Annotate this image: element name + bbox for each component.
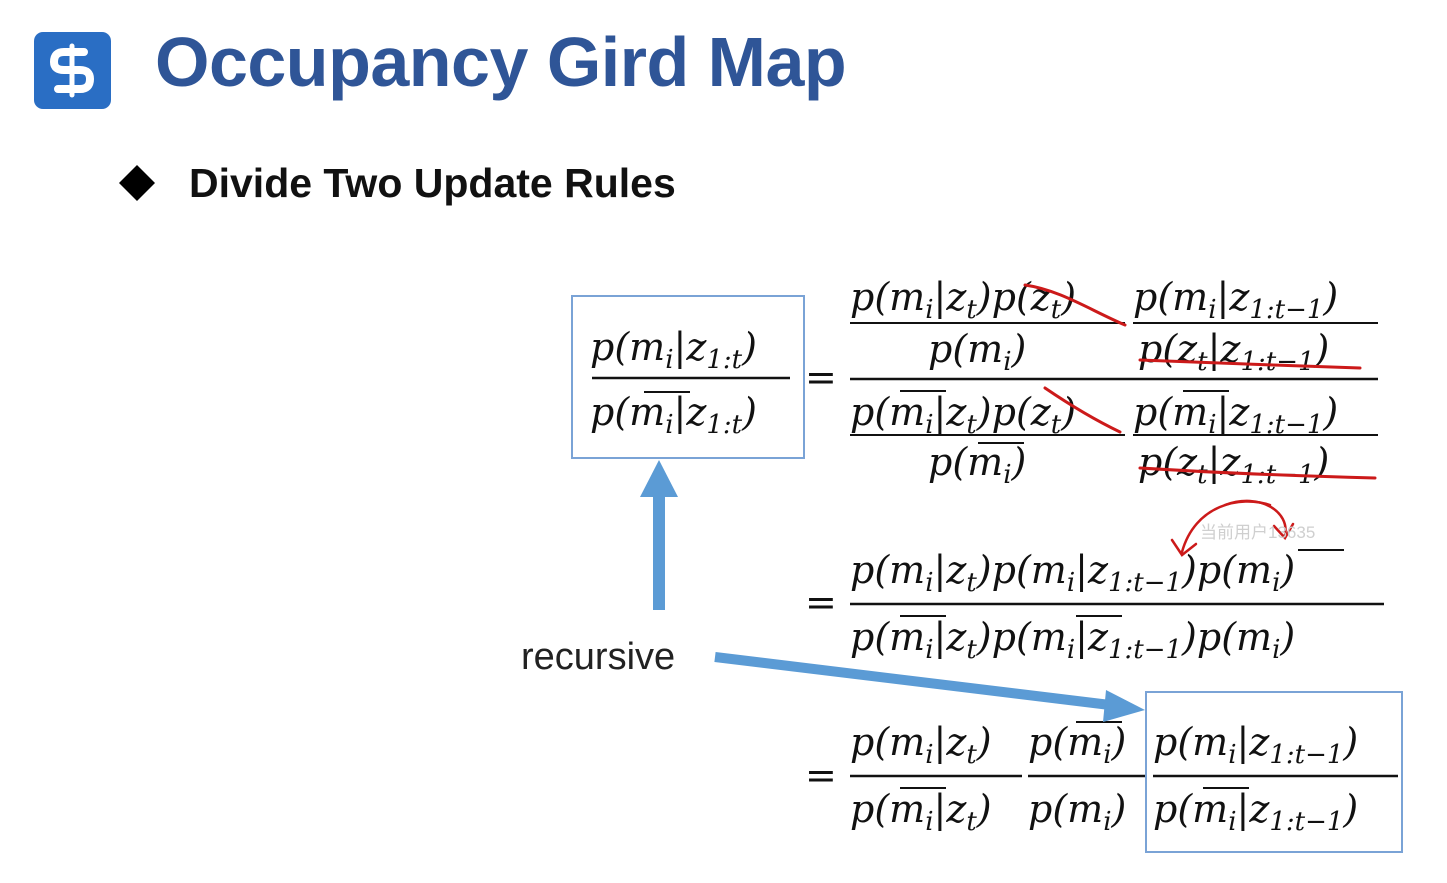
svg-text:=: = [805, 580, 837, 624]
lhs-box [571, 295, 805, 459]
diamond-bullet-icon [119, 165, 155, 201]
svg-text:p(mi|zt)p(mi|z1:t−1)p(mi): p(mi|zt)p(mi|z1:t−1)p(mi) [850, 548, 1295, 598]
svg-text:p(zt|z1:t−1): p(zt|z1:t−1) [1138, 327, 1329, 377]
svg-text:p(mi|zt)p(zt): p(mi|zt)p(zt) [850, 390, 1076, 440]
svg-text:p(mi|z1:t): p(mi|z1:t) [590, 390, 757, 440]
page-title: Occupancy Gird Map [155, 23, 847, 101]
svg-text:p(mi|zt)p(zt): p(mi|zt)p(zt) [850, 275, 1076, 325]
svg-text:p(mi): p(mi) [1028, 787, 1126, 837]
equals-sign-2: = [805, 580, 837, 624]
eq3-denominator: p(mi|zt) p(mi) p(mi|z1:t−1) [850, 787, 1358, 837]
section-heading: Divide Two Update Rules [189, 160, 676, 206]
svg-text:p(mi|z1:t−1): p(mi|z1:t−1) [1153, 720, 1358, 770]
logo-icon [34, 32, 111, 109]
eq1-lower-numerator: p(mi|zt)p(zt) p(mi|z1:t−1) [850, 390, 1338, 440]
svg-text:p(mi|z1:t): p(mi|z1:t) [590, 325, 757, 375]
equals-sign-1: = [805, 355, 837, 399]
svg-text:p(mi|zt): p(mi|zt) [850, 787, 992, 837]
lhs-numerator: p(mi|z1:t) [590, 325, 757, 375]
svg-text:=: = [805, 753, 837, 797]
recursive-term-box [1145, 691, 1403, 853]
eq1-upper-denominator: p(mi) p(zt|z1:t−1) [928, 327, 1329, 377]
eq2-numerator: p(mi|zt)p(mi|z1:t−1)p(mi) [850, 548, 1295, 598]
swap-arrows [1170, 499, 1295, 557]
eq1-lower-denominator: p(mi) p(zt|z1:t−1) [928, 440, 1329, 490]
stylized-s-logo-icon [50, 43, 94, 98]
recursive-label: recursive [521, 636, 676, 678]
eq2-denominator: p(mi|zt)p(mi|z1:t−1)p(mi) [850, 615, 1295, 665]
svg-text:p(mi|zt)p(mi|z1:t−1)p(mi): p(mi|zt)p(mi|z1:t−1)p(mi) [850, 615, 1295, 665]
svg-text:p(zt|z1:t−1): p(zt|z1:t−1) [1138, 440, 1329, 490]
svg-text:p(mi|z1:t−1): p(mi|z1:t−1) [1133, 390, 1338, 440]
svg-text:p(mi): p(mi) [928, 440, 1026, 490]
eq3-numerator: p(mi|zt) p(mi) p(mi|z1:t−1) [850, 720, 1358, 770]
equals-sign-3: = [805, 753, 837, 797]
watermark: 当前用户13635 [1200, 523, 1316, 542]
svg-text:p(mi|z1:t−1): p(mi|z1:t−1) [1133, 275, 1338, 325]
svg-text:p(mi): p(mi) [928, 327, 1026, 377]
cancel-strikes [1023, 283, 1377, 480]
svg-text:p(mi|z1:t−1): p(mi|z1:t−1) [1153, 787, 1358, 837]
svg-text:=: = [805, 355, 837, 399]
eq1-upper-numerator: p(mi|zt)p(zt) p(mi|z1:t−1) [850, 275, 1338, 325]
lhs-denominator: p(mi|z1:t) [590, 390, 757, 440]
svg-text:p(mi|zt): p(mi|zt) [850, 720, 992, 770]
recursive-arrows [640, 460, 1145, 722]
svg-text:p(mi): p(mi) [1028, 720, 1126, 770]
